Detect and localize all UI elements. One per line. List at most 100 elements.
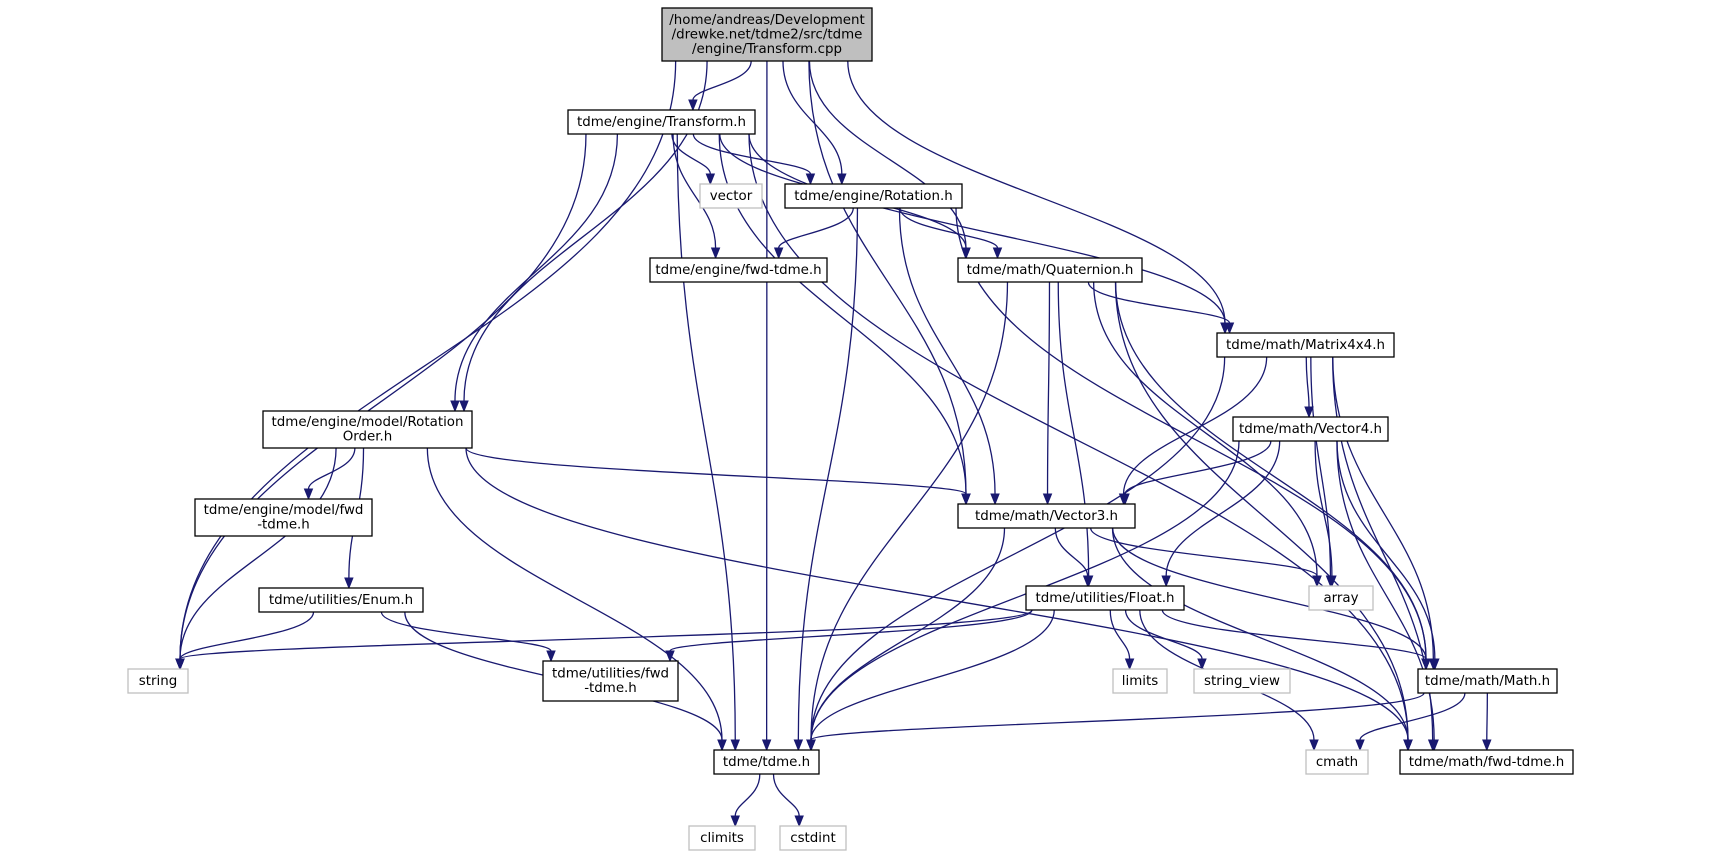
edge-tdme-h-to-climits [734,773,761,817]
node-label: string [139,674,177,689]
node-label: climits [700,831,744,846]
node-label: cstdint [790,831,836,846]
node-vector4-h[interactable]: tdme/math/Vector4.h [1232,416,1389,442]
node-label: string_view [1204,674,1280,689]
edge-arrowhead [717,739,727,752]
edge-quaternion-h-to-tdme-h [810,281,1009,741]
node-string-view[interactable]: string_view [1193,668,1291,694]
edge-arrowhead [710,247,721,260]
node-box [688,825,756,851]
edge-arrowhead [793,739,804,752]
edge-arrowhead [961,493,971,506]
edge-vector4-h-to-math-h [1336,440,1436,660]
edge-arrowhead [1355,739,1365,752]
edge-layer [175,60,1492,828]
node-box [1216,332,1395,358]
edge-float-h-to-math-h [1161,609,1427,660]
edge-rotation-h-to-vector3-h [898,207,996,495]
edge-transform-h-to-matrix4x4-h [748,133,1226,324]
node-label: tdme/math/Matrix4x4.h [1226,338,1385,353]
node-label: tdme/utilities/Float.h [1036,591,1175,606]
node-cmath[interactable]: cmath [1305,749,1369,775]
edge-transform-h-to-engine-fwd [672,133,717,249]
edge-arrowhead [175,658,185,671]
node-transform-h[interactable]: tdme/engine/Transform.h [567,109,756,135]
edge-root-to-string [179,60,677,660]
node-layer: /home/andreas/Development/drewke.net/tdm… [127,7,1574,851]
edge-vector3-h-to-math-fwd [1111,527,1409,741]
node-climits[interactable]: climits [688,825,756,851]
node-matrix4x4-h[interactable]: tdme/math/Matrix4x4.h [1216,332,1395,358]
edge-quaternion-h-to-float-h [1057,281,1090,577]
node-box [542,660,679,702]
node-label: tdme/math/Quaternion.h [967,263,1134,278]
edge-arrowhead [1403,739,1413,752]
edge-rotation-order-h-to-model-fwd [307,447,356,490]
edge-arrowhead [1082,575,1093,588]
node-box [1305,749,1369,775]
node-string[interactable]: string [127,668,189,694]
edge-rotation-h-to-quaternion-h [899,207,999,249]
node-vector[interactable]: vector [699,183,763,209]
node-array[interactable]: array [1308,585,1374,611]
node-box [194,498,373,537]
edge-vector4-h-to-tdme-h [810,440,1240,741]
node-tdme-h[interactable]: tdme/tdme.h [713,749,820,775]
node-box [957,257,1143,283]
node-label: Order.h [343,430,393,445]
edge-arrowhead [805,173,816,186]
node-limits[interactable]: limits [1112,668,1168,694]
node-utilities-fwd[interactable]: tdme/utilities/fwd-tdme.h [542,660,679,702]
node-quaternion-h[interactable]: tdme/math/Quaternion.h [957,257,1143,283]
node-engine-fwd[interactable]: tdme/engine/fwd-tdme.h [649,257,828,283]
edge-tdme-h-to-cstdint [772,773,800,817]
edge-matrix4x4-h-to-vector4-h [1305,356,1310,408]
edge-vector3-h-to-tdme-h [810,527,1006,741]
node-root[interactable]: /home/andreas/Development/drewke.net/tdm… [661,7,873,62]
node-float-h[interactable]: tdme/utilities/Float.h [1025,585,1185,611]
edge-arrowhead [665,650,675,663]
edge-transform-h-to-rotation-h [692,133,812,175]
edge-arrowhead [303,488,314,501]
edge-arrowhead [1042,493,1053,506]
edge-arrowhead [761,739,772,752]
edge-arrowhead [1197,658,1207,671]
node-label: tdme/math/Math.h [1425,674,1550,689]
edge-root-to-vector3-h [808,60,967,495]
edge-arrowhead [1304,406,1314,419]
edge-float-h-to-string [179,609,1033,660]
edge-quaternion-h-to-array [1093,281,1318,577]
node-cstdint[interactable]: cstdint [779,825,847,851]
node-box [1025,585,1185,611]
node-vector3-h[interactable]: tdme/math/Vector3.h [957,503,1136,529]
node-box [567,109,756,135]
node-rotation-h[interactable]: tdme/engine/Rotation.h [784,183,963,209]
node-label: tdme/tdme.h [723,755,810,770]
node-box [1417,668,1558,694]
node-label: tdme/engine/model/Rotation [272,415,464,430]
node-label: tdme/math/fwd-tdme.h [1409,755,1565,770]
node-box [258,587,424,613]
edge-arrowhead [459,400,469,413]
edge-quaternion-h-to-math-fwd [1114,281,1409,741]
edge-root-to-quaternion-h [808,60,967,249]
node-model-fwd[interactable]: tdme/engine/model/fwd-tdme.h [194,498,373,537]
edge-transform-h-to-tdme-h [676,133,736,741]
edge-quaternion-h-to-math-h [1114,281,1427,660]
edge-matrix4x4-h-to-array [1310,356,1332,577]
edge-vector4-h-to-vector3-h [1124,440,1272,495]
node-math-fwd[interactable]: tdme/math/fwd-tdme.h [1399,749,1574,775]
edge-math-h-to-math-fwd [1486,692,1488,741]
edge-arrowhead [794,815,804,828]
edge-rotation-h-to-engine-fwd [778,207,854,249]
node-box [1399,749,1574,775]
edge-arrowhead [837,173,847,186]
node-label: tdme/engine/Rotation.h [794,189,952,204]
node-box [713,749,820,775]
node-enum-h[interactable]: tdme/utilities/Enum.h [258,587,424,613]
node-label: limits [1122,674,1158,689]
edge-root-to-matrix4x4-h [847,60,1226,324]
node-math-h[interactable]: tdme/math/Math.h [1417,668,1558,694]
edge-float-h-to-string-view [1124,609,1203,660]
